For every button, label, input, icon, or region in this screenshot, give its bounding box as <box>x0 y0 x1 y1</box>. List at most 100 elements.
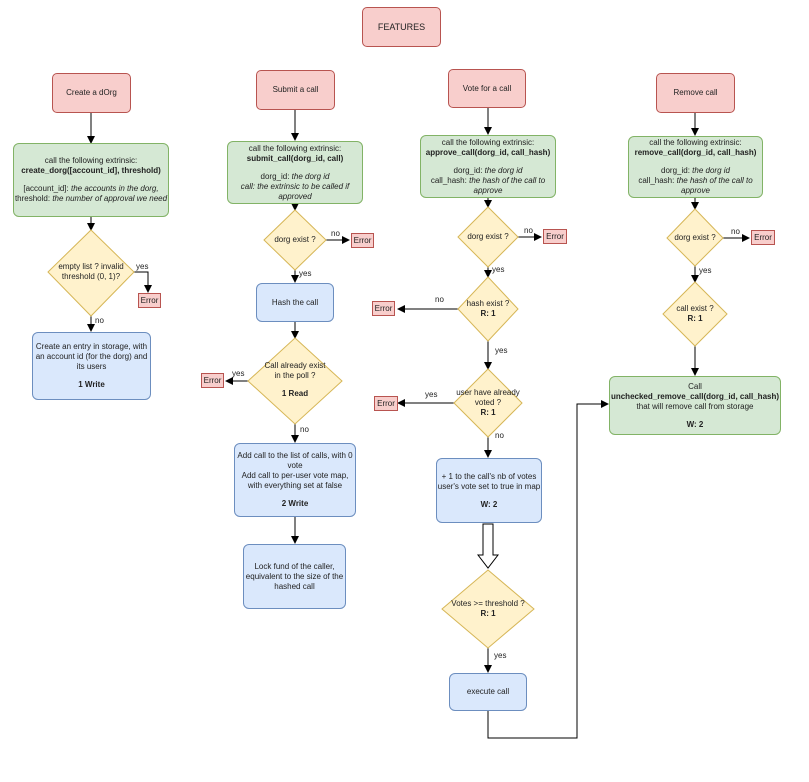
submit-no-label-2: no <box>300 425 309 434</box>
create-param2-desc: the number of approval we need <box>52 194 168 203</box>
hash-the-call-box: Hash the call <box>256 283 334 322</box>
unchecked-line1: Call <box>688 381 702 391</box>
submit-error-1: Error <box>351 233 374 248</box>
unchecked-line2: that will remove call from storage <box>636 401 754 411</box>
submit-extrinsic-box: call the following extrinsic: submit_cal… <box>227 141 363 204</box>
create-no-label: no <box>95 316 104 325</box>
execute-call-box: execute call <box>449 673 527 711</box>
vote-decision4-text: Votes >= threshold ? R: 1 <box>448 597 528 621</box>
create-storage-entry-box: Create an entry in storage, with an acco… <box>32 332 151 400</box>
hollow-arrow <box>476 523 500 569</box>
vote-extrinsic-box: call the following extrinsic: approve_ca… <box>420 135 556 198</box>
vote-update-line2: user's vote set to true in map <box>437 481 541 491</box>
submit-no-label-1: no <box>331 229 340 238</box>
remove-decision2-cost: R: 1 <box>687 314 703 323</box>
remove-yes-label-1: yes <box>699 266 712 275</box>
vote-decision3-label: user have already voted ? <box>456 388 520 407</box>
submit-decision2-label: Call already exist in the poll ? <box>264 361 326 380</box>
remove-box-param2: call_hash: the hash of the call to appro… <box>629 176 762 196</box>
vote-decision3-cost: R: 1 <box>480 408 496 417</box>
vote-box-param2: call_hash: the hash of the call to appro… <box>421 176 555 196</box>
vote-yes-label-1: yes <box>492 265 505 274</box>
remove-box-call: remove_call(dorg_id, call_hash) <box>634 148 757 157</box>
create-decision-label: empty list ? invalid threshold (0, 1)? <box>58 262 124 281</box>
add-call-line2: Add call to per-user vote map, with ever… <box>241 471 349 490</box>
diamond-vote-threshold <box>441 569 535 649</box>
unchecked-cost: W: 2 <box>686 419 704 429</box>
create-result-text: Create an entry in storage, with an acco… <box>35 342 148 371</box>
vote-box-param1: dorg_id: the dorg id <box>454 166 523 176</box>
vote-decision2-label: hash exist ? <box>466 299 510 308</box>
vote-box-call: approve_call(dorg_id, call_hash) <box>425 147 551 157</box>
add-call-line1: Add call to the list of calls, with 0 vo… <box>237 451 353 470</box>
vote-decision2-cost: R: 1 <box>480 309 496 318</box>
create-dorg-header-text: Create a dOrg <box>66 88 117 97</box>
vote-error-2-text: Error <box>374 303 393 313</box>
remove-error-1: Error <box>751 230 775 245</box>
diamond-create-empty-list <box>47 229 135 317</box>
submit-param1-name: dorg_id: <box>260 171 290 181</box>
unchecked-remove-box: Call unchecked_remove_call(dorg_id, call… <box>609 376 781 435</box>
create-param2-name: threshold: <box>14 194 51 203</box>
remove-header-text: Remove call <box>673 88 718 97</box>
create-error: Error <box>138 293 161 308</box>
diamond-remove-call-exist <box>662 281 728 347</box>
vote-header-text: Vote for a call <box>462 83 512 93</box>
vote-param2-name: call_hash: <box>430 175 467 185</box>
create-box-line1: call the following extrinsic: <box>44 156 138 165</box>
vote-box-line1: call the following extrinsic: <box>441 137 535 147</box>
remove-decision1-text: dorg exist ? <box>667 230 723 246</box>
features-title: FEATURES <box>362 7 441 47</box>
submit-error-1-text: Error <box>353 235 372 245</box>
edge-execute-to-unchecked <box>487 400 609 739</box>
remove-extrinsic-box: call the following extrinsic: remove_cal… <box>628 136 763 198</box>
diamond-submit-dorg-exist <box>263 209 327 271</box>
submit-param2-desc: call: the extrinsic to be called if appr… <box>240 181 350 201</box>
diamond-remove-dorg-exist <box>666 208 724 267</box>
remove-no-label-1: no <box>731 227 740 236</box>
submit-decision2-text: Call already exist in the poll ? 1 Read <box>264 360 326 400</box>
vote-call-header: Vote for a call <box>448 69 526 108</box>
create-box-param2: threshold: the number of approval we nee… <box>15 194 167 204</box>
submit-decision1-label: dorg exist ? <box>274 235 316 244</box>
vote-decision3-text: user have already voted ? R: 1 <box>454 386 522 420</box>
vote-param2-desc: the hash of the call to approve <box>469 175 546 195</box>
remove-decision2-text: call exist ? R: 1 <box>663 302 727 326</box>
vote-error-3: Error <box>374 396 398 411</box>
submit-error-2: Error <box>201 373 224 388</box>
vote-decision2-text: hash exist ? R: 1 <box>458 297 518 321</box>
diamond-vote-dorg-exist <box>457 206 519 268</box>
diamond-vote-user-voted <box>453 368 523 438</box>
submit-decision1-text: dorg exist ? <box>264 232 326 248</box>
vote-error-1-text: Error <box>546 231 564 241</box>
remove-box-line1: call the following extrinsic: <box>649 138 742 147</box>
submit-yes-label-2: yes <box>232 369 245 378</box>
remove-error-1-text: Error <box>754 232 772 242</box>
submit-box-param1: dorg_id: the dorg id <box>261 172 330 182</box>
remove-param2-name: call_hash: <box>638 176 675 185</box>
execute-call-text: execute call <box>466 687 510 696</box>
create-param1-desc: the accounts in the dorg, <box>70 184 159 193</box>
create-param1-name: [account_id]: <box>23 184 69 193</box>
remove-param2-desc: the hash of the call to approve <box>676 176 753 195</box>
add-call-cost: 2 Write <box>281 499 309 508</box>
lock-fund-text: Lock fund of the caller, equivalent to t… <box>245 561 344 591</box>
submit-param1-desc: the dorg id <box>291 171 330 181</box>
submit-box-call: submit_call(dorg_id, call) <box>246 153 344 163</box>
vote-decision1-text: dorg exist ? <box>458 229 518 245</box>
create-result-cost: 1 Write <box>78 380 105 389</box>
submit-header-text: Submit a call <box>272 85 319 94</box>
vote-yes-label-3: yes <box>425 390 438 399</box>
vote-decision4-cost: R: 1 <box>480 609 496 618</box>
remove-call-header: Remove call <box>656 73 735 113</box>
edge-create-yes <box>134 271 152 293</box>
remove-param1-name: dorg_id: <box>661 166 690 175</box>
remove-decision1-label: dorg exist ? <box>674 233 716 242</box>
vote-no-label-3: no <box>495 431 504 440</box>
create-box-call: create_dorg([account_id], threshold) <box>21 166 161 175</box>
vote-update-cost: W: 2 <box>480 499 498 509</box>
vote-no-label-2: no <box>435 295 444 304</box>
diamond-vote-hash-exist <box>457 276 519 342</box>
vote-error-1: Error <box>543 229 567 244</box>
